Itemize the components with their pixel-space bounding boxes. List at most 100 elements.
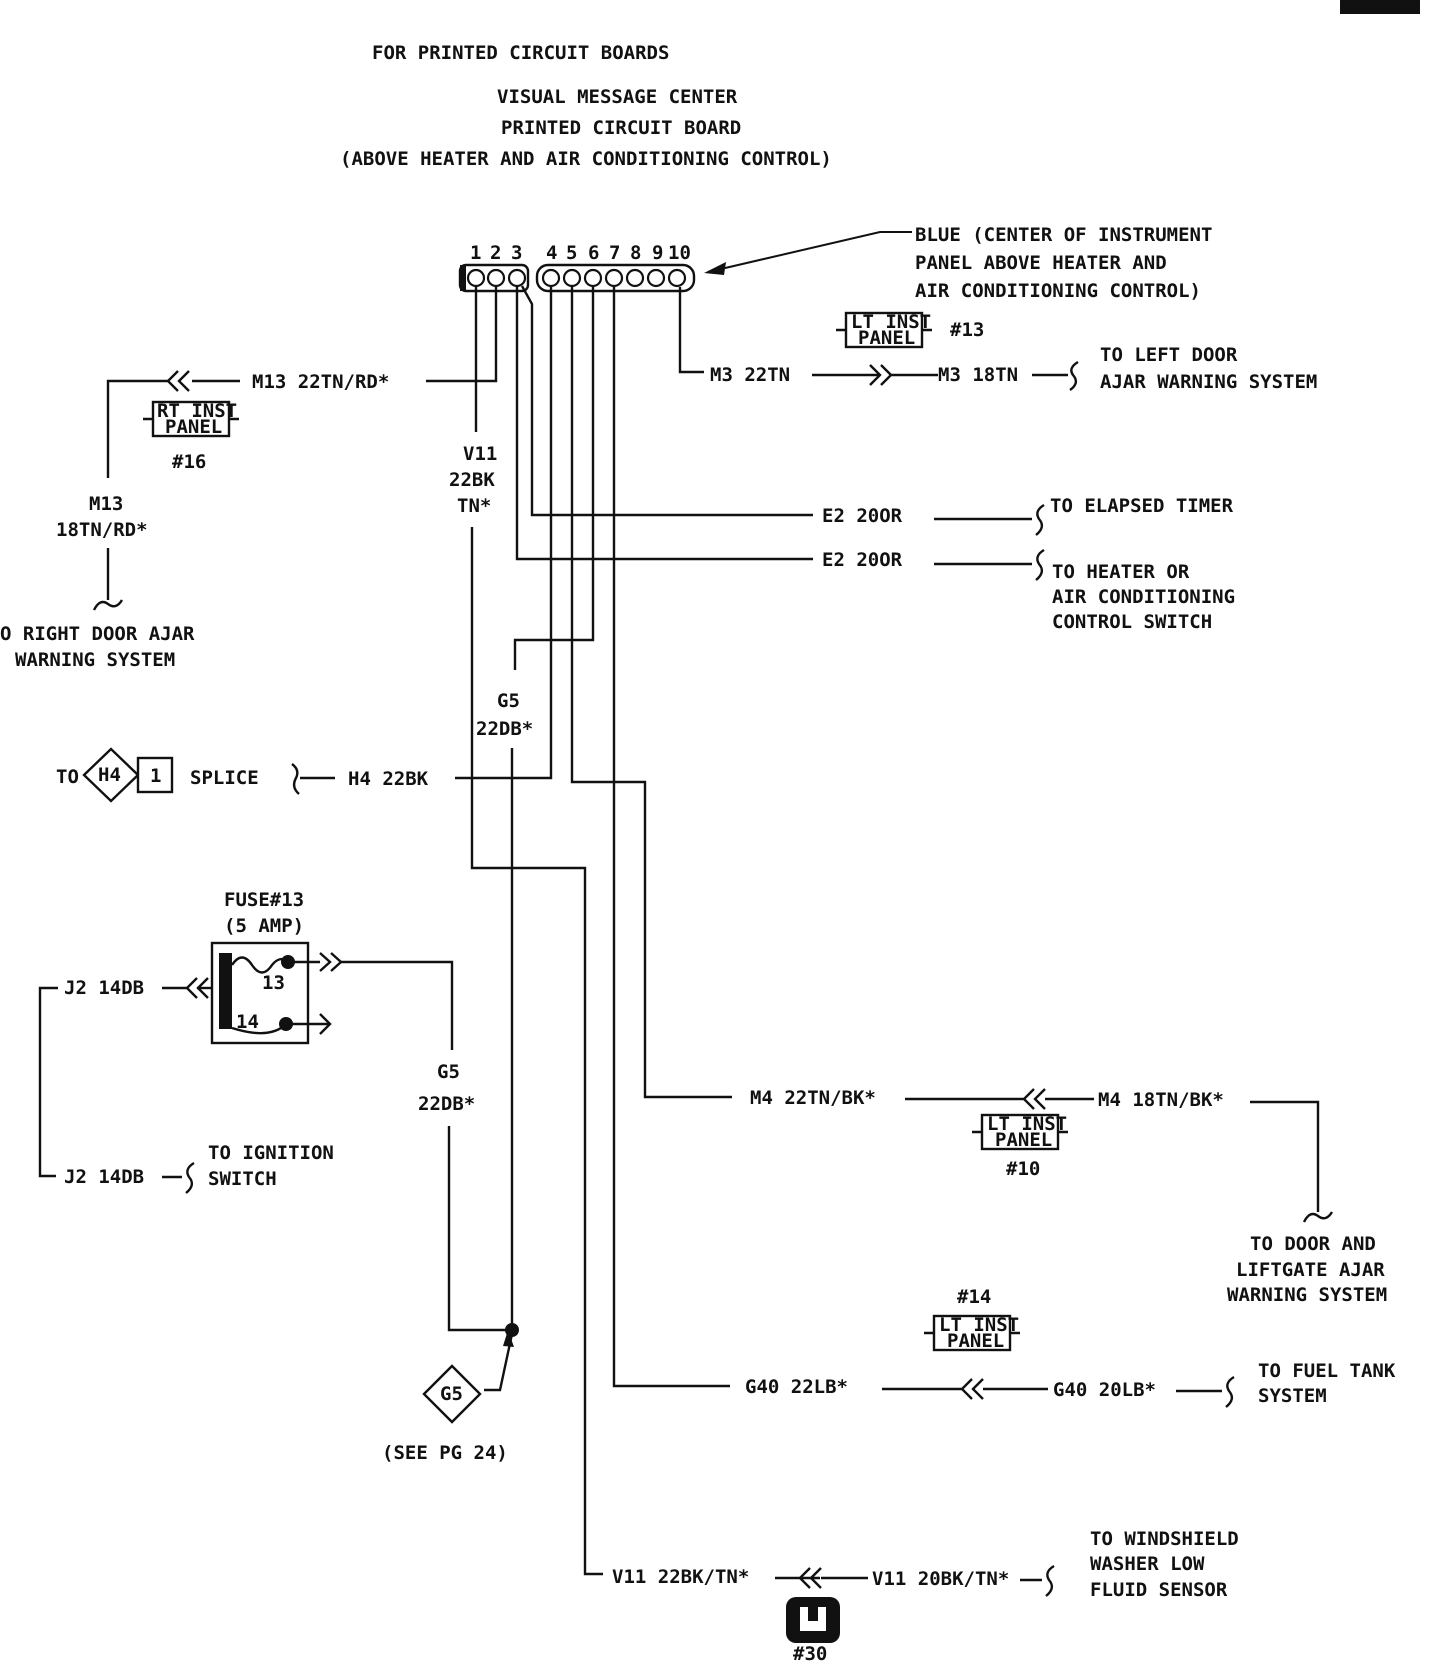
ground-g5: G5 (SEE PG 24) <box>382 1330 514 1464</box>
pin-4 <box>541 268 561 288</box>
dest-washer-1: TO WINDSHIELD <box>1090 1528 1239 1550</box>
wire-label-22bk: 22BK <box>449 469 495 491</box>
dest-liftgate-3: WARNING SYSTEM <box>1227 1284 1387 1306</box>
fuse-cavity-14: 14 <box>236 1011 259 1033</box>
dest-ignition-1: TO IGNITION <box>208 1142 334 1164</box>
dest-fuel-2: SYSTEM <box>1258 1385 1327 1407</box>
pin-label-7: 7 <box>609 242 620 264</box>
header-line-1: FOR PRINTED CIRCUIT BOARDS <box>372 42 669 64</box>
header-line-3: PRINTED CIRCUIT BOARD <box>501 117 741 139</box>
dest-left-door-2: AJAR WARNING SYSTEM <box>1100 371 1317 393</box>
splice-number-box <box>136 756 174 794</box>
wire-label-m3-22tn: M3 22TN <box>710 364 790 386</box>
header: FOR PRINTED CIRCUIT BOARDS VISUAL MESSAG… <box>340 42 832 170</box>
circuit-g5-upper: G5 22DB* <box>476 287 595 1330</box>
wire-label-g40-20lb: G40 20LB* <box>1053 1379 1156 1401</box>
wire-label-m4-22tn-bk: M4 22TN/BK* <box>750 1087 876 1109</box>
wire-end-symbol <box>185 1161 195 1194</box>
main-connector: 1 2 3 4 5 6 7 8 9 10 BLUE (CENTER OF INS… <box>458 224 1212 302</box>
pin-6 <box>583 268 603 288</box>
circuit-h4: H4 22BK SPLICE TO H4 1 <box>56 287 553 803</box>
connector-desc-3: AIR CONDITIONING CONTROL) <box>915 280 1201 302</box>
wire-end-symbol <box>1035 503 1045 536</box>
wire-end-symbol <box>92 599 124 611</box>
connector-16-label-1: RT INST <box>157 400 237 422</box>
connector-box-14 <box>932 1314 1012 1352</box>
connector-symbol <box>960 1378 984 1400</box>
dest-right-door-1: O RIGHT DOOR AJAR <box>0 623 195 645</box>
pin-9 <box>646 268 666 288</box>
dest-washer-3: FLUID SENSOR <box>1090 1579 1228 1601</box>
dest-fuel-1: TO FUEL TANK <box>1258 1360 1396 1382</box>
pin-label-5: 5 <box>566 242 577 264</box>
wire-end-symbol <box>1069 360 1079 391</box>
pin-5 <box>562 268 582 288</box>
wire-end-symbol <box>1225 1375 1235 1408</box>
pin-7 <box>604 268 624 288</box>
pin-label-8: 8 <box>630 242 641 264</box>
dest-elapsed-timer: TO ELAPSED TIMER <box>1050 495 1234 517</box>
pin-label-10: 10 <box>668 242 691 264</box>
wire-label-g40-22lb: G40 22LB* <box>745 1376 848 1398</box>
connector-10-label-2: PANEL <box>995 1129 1052 1151</box>
connector-13-label-2: PANEL <box>858 327 915 349</box>
dest-liftgate-2: LIFTGATE AJAR <box>1236 1259 1385 1281</box>
wire-label-g5-upper: G5 <box>497 690 520 712</box>
wire-label-j2-upper: J2 14DB <box>64 977 144 999</box>
wire-label-g5-lower-gauge: 22DB* <box>418 1093 475 1115</box>
wire-end-symbol <box>291 763 300 795</box>
pin-label-4: 4 <box>546 242 557 264</box>
circuit-m3: M3 22TN M3 18TN TO LEFT DOOR AJAR WARNIN… <box>678 287 1317 393</box>
circuit-e2: E2 20OR E2 20OR TO ELAPSED TIMER TO HEAT… <box>515 285 1235 633</box>
pin-2 <box>486 268 506 288</box>
splice-number: 1 <box>150 765 161 787</box>
dest-right-door-2: WARNING SYSTEM <box>15 649 175 671</box>
circuit-m13: M13 22TN/RD* RT INST PANEL #16 M13 18TN/… <box>0 287 498 671</box>
wire-label-e2-upper: E2 20OR <box>822 505 903 527</box>
wire-end-symbol <box>1045 1564 1055 1597</box>
splice-id: H4 <box>98 764 121 786</box>
connector-30-number: #30 <box>793 1643 827 1662</box>
wire-label-g5-lower: G5 <box>437 1061 460 1083</box>
dest-heater-2: AIR CONDITIONING <box>1052 586 1235 608</box>
pin-label-2: 2 <box>490 242 501 264</box>
pin-10 <box>667 268 687 288</box>
connector-16-number: #16 <box>172 451 206 473</box>
pin-3 <box>507 268 527 288</box>
wire-label-m3-18tn: M3 18TN <box>938 364 1018 386</box>
header-line-2: VISUAL MESSAGE CENTER <box>497 86 738 108</box>
fuse-title: FUSE#13 <box>224 889 304 911</box>
circuit-j2: J2 14DB J2 14DB TO IGNITION SWITCH <box>38 977 334 1194</box>
pin-8 <box>625 268 645 288</box>
connector-pointer-head <box>704 262 726 275</box>
wire-label-m13: M13 <box>89 493 123 515</box>
wire-label-m4-18tn-bk: M4 18TN/BK* <box>1098 1089 1224 1111</box>
connector-symbol <box>166 370 190 392</box>
circuit-m4: M4 22TN/BK* M4 18TN/BK* TO DOOR AND LIFT… <box>570 287 1387 1306</box>
wire-label-v11-20bk-tn: V11 20BK/TN* <box>872 1568 1009 1590</box>
wire-label-h4: H4 22BK <box>348 768 429 790</box>
connector-symbol <box>1022 1088 1046 1110</box>
dest-heater-1: TO HEATER OR <box>1052 561 1190 583</box>
circuit-v11: V11 22BK TN* V11 22BK/TN* V11 20BK/TN* T… <box>449 287 1239 1662</box>
dest-washer-2: WASHER LOW <box>1090 1553 1205 1575</box>
connector-symbol <box>319 952 343 972</box>
connector-key <box>460 265 466 291</box>
wire-end-symbol <box>1302 1211 1334 1223</box>
pin-label-9: 9 <box>652 242 663 264</box>
wire-label-e2-lower: E2 20OR <box>822 549 903 571</box>
circuit-g40: G40 22LB* G40 20LB* TO FUEL TANK SYSTEM … <box>612 287 1396 1408</box>
header-line-4: (ABOVE HEATER AND AIR CONDITIONING CONTR… <box>340 148 832 170</box>
dest-ignition-2: SWITCH <box>208 1168 277 1190</box>
connector-13-label-1: LT INST <box>851 311 931 333</box>
connector-14-label-2: PANEL <box>947 1330 1004 1352</box>
wire-label-m13-18tn-rd: 18TN/RD* <box>56 519 148 541</box>
fuse-rating: (5 AMP) <box>224 915 304 937</box>
wire-label-tn: TN* <box>457 495 491 517</box>
splice-label: SPLICE <box>190 767 259 789</box>
wire-label-m13-22tn-rd: M13 22TN/RD* <box>252 371 389 393</box>
fuse-bus-bar <box>219 953 232 1029</box>
ground-note: (SEE PG 24) <box>382 1442 508 1464</box>
fuse-cavity-13: 13 <box>262 972 285 994</box>
